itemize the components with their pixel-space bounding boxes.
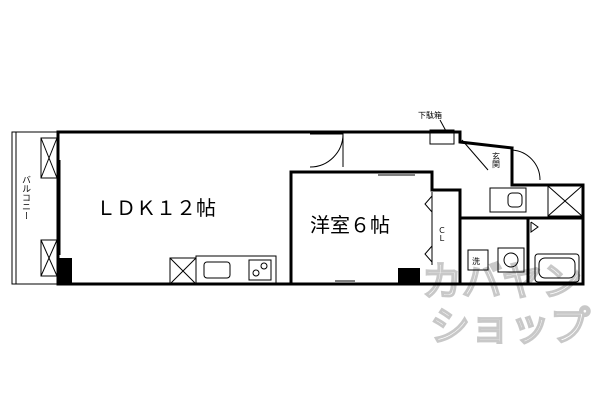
toilet-outline: [489, 187, 527, 213]
closet-label: ＣＬ: [438, 226, 447, 242]
washer-box: [467, 249, 489, 271]
balcony-outline: [11, 131, 59, 285]
doors: [309, 133, 541, 181]
kitchen-counter: [195, 255, 277, 285]
walls: [56, 130, 585, 286]
shoe-box-label: 下駄箱: [418, 110, 442, 120]
wall-north: [56, 130, 514, 150]
stove-burner-2: [260, 262, 268, 270]
shoe-box-leader: [439, 119, 447, 132]
toilet-bowl: [507, 192, 523, 208]
kitchen-sink: [203, 261, 231, 279]
shoe-box: 下駄箱: [418, 110, 455, 145]
storage-box: [547, 185, 583, 217]
wall-western-room: [289, 170, 462, 286]
entrance-label: 玄関: [492, 151, 501, 169]
shoe-box-outline: [429, 129, 455, 145]
pillar-room: [398, 268, 420, 284]
fridge-x2: [169, 257, 197, 285]
door-entrance: [511, 149, 541, 181]
closet-door-1: [424, 195, 433, 213]
bathtub-outline: [534, 253, 580, 283]
door-ldk: [309, 133, 344, 168]
sink-basin: [503, 252, 519, 268]
openings: [59, 160, 415, 282]
kitchen: [169, 255, 277, 285]
western-room-label: 洋室６帖: [310, 213, 390, 237]
stove-burner-1: [252, 269, 260, 277]
storage-x2: [547, 185, 583, 217]
washer-label: 洗: [472, 256, 480, 266]
bathtub-inner: [538, 257, 576, 279]
bathtub: [534, 253, 580, 283]
washroom: 洗: [467, 221, 539, 273]
sink: [497, 247, 525, 273]
pillar-sw: [58, 258, 72, 284]
ldk-label: ＬＤＫ１２帖: [96, 196, 216, 220]
balcony-unit-bottom-x2: [40, 239, 58, 277]
watermark-line2: ショップ: [430, 304, 590, 350]
balcony-unit-top-x2: [40, 137, 58, 179]
closet-door-2: [424, 245, 433, 263]
balcony-label: バルコニー: [20, 175, 31, 220]
bath-door: [530, 221, 539, 233]
balcony: バルコニー: [11, 131, 59, 285]
toilet: [489, 185, 583, 217]
entrance-step: [461, 139, 489, 171]
watermark: カバヤン ショップ: [421, 258, 591, 351]
closet: ＣＬ: [424, 192, 447, 265]
kitchen-stove: [248, 259, 272, 281]
